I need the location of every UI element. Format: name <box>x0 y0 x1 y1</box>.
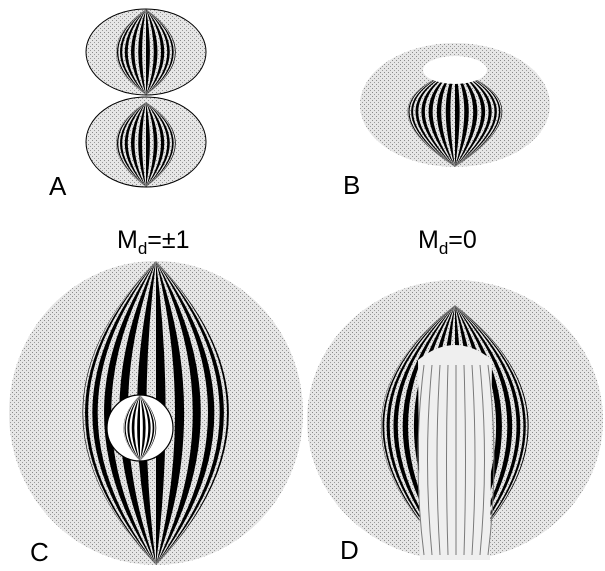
md-subscript: d <box>439 239 448 258</box>
panel-b-letter: B <box>343 172 360 198</box>
panel-b-torus <box>360 43 550 167</box>
panel-c-inner-sphere <box>107 395 173 461</box>
md-label-left: Md=±1 <box>117 228 190 257</box>
panel-a-top-hemisphere <box>86 9 206 95</box>
md-value: =0 <box>448 226 477 254</box>
panel-c-letter: C <box>30 539 49 565</box>
torus-hole <box>423 56 487 84</box>
md-symbol: M <box>418 226 439 254</box>
panel-d-cut-torus <box>307 280 603 560</box>
panel-d-letter: D <box>340 537 359 563</box>
md-value: =±1 <box>147 226 189 254</box>
panel-a-letter: A <box>49 173 66 199</box>
md-subscript: d <box>138 239 147 258</box>
md-symbol: M <box>117 226 138 254</box>
md-label-right: Md=0 <box>418 228 477 257</box>
panel-a-bottom-hemisphere <box>86 97 206 187</box>
